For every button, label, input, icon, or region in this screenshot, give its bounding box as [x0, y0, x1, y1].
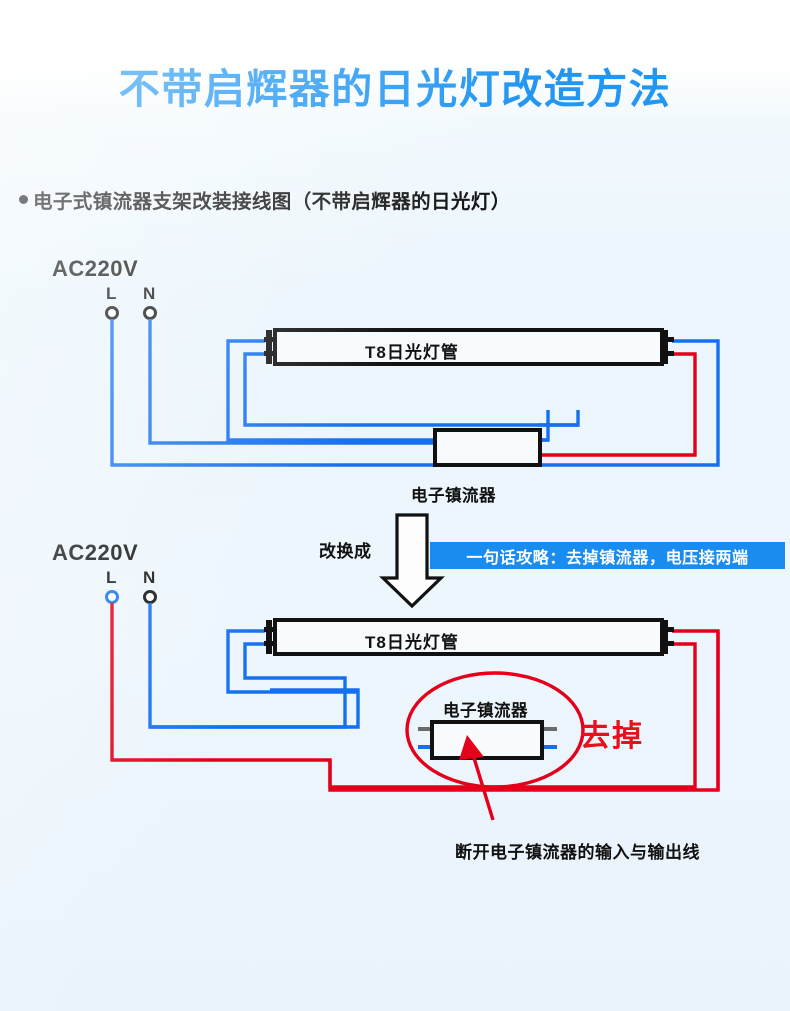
wire-tube-right-pin2-bottom — [328, 642, 697, 789]
tube-cap-right-bottom — [662, 620, 668, 654]
source-label-top: AC220V — [52, 256, 139, 281]
wire-tube-right-pin1-top — [538, 339, 720, 467]
tube-label-top: T8日光灯管 — [365, 343, 459, 362]
transition-arrow-group — [379, 513, 445, 609]
tube-label-bottom: T8日光灯管 — [365, 633, 459, 652]
bottom-note-label: 断开电子镇流器的输入与输出线 — [455, 843, 700, 862]
terminal-live-circle-top — [105, 306, 119, 320]
wire-neutral-top — [148, 319, 438, 445]
ballast-label-bottom: 电子镇流器 — [443, 702, 528, 720]
tube-cap-left-top — [266, 330, 272, 364]
tip-banner-text: 一句话攻略：去掉镇流器，电压接两端 — [466, 549, 749, 567]
wire-live-top — [110, 319, 438, 467]
wire-tube-left-pin2-top — [243, 352, 580, 427]
down-arrow-icon — [379, 513, 445, 609]
diagram-top-group — [105, 306, 720, 467]
ballast-label-top: 电子镇流器 — [411, 487, 496, 505]
terminal-neutral-circle-bottom — [143, 590, 157, 604]
tube-body-bottom — [273, 618, 664, 656]
wire-tube-left-pin1-bottom — [226, 629, 358, 694]
section-subtitle-label: 电子式镇流器支架改装接线图（不带启辉器的日光灯） — [33, 191, 511, 213]
tube-cap-left-bottom — [266, 620, 272, 654]
page-title-wrapper: 不带启辉器的日光灯改造方法 — [0, 66, 790, 113]
source-label-bottom: AC220V — [52, 540, 139, 565]
remove-label: 去掉 — [580, 720, 644, 753]
terminal-neutral-label-bottom: N — [143, 568, 156, 587]
bullet-dot-icon — [19, 195, 28, 204]
red-arrow-shaft — [469, 747, 495, 821]
red-arrow-head — [459, 735, 484, 760]
wire-tube-left-pin2-bottom — [150, 642, 347, 729]
terminal-neutral-circle-top — [143, 306, 157, 320]
ballast-box-bottom — [430, 720, 544, 760]
tube-body-top — [273, 328, 664, 366]
ballast-box-top — [433, 428, 542, 467]
red-ellipse-highlight — [405, 671, 585, 789]
terminal-live-label-bottom: L — [106, 568, 117, 587]
wire-tube-right-pin1-bottom — [672, 629, 720, 790]
change-label: 改换成 — [319, 542, 372, 561]
wire-tube-right-pin2-top — [538, 352, 697, 457]
section-subtitle: 电子式镇流器支架改装接线图（不带启辉器的日光灯） — [19, 185, 511, 214]
terminal-live-circle-bottom — [105, 590, 119, 604]
diagram-bottom-group — [105, 590, 720, 821]
terminal-live-label-top: L — [106, 284, 117, 303]
terminal-neutral-label-top: N — [143, 284, 156, 303]
red-arrow-icon — [459, 735, 495, 821]
wire-tube-left-pin1-top — [226, 339, 550, 442]
tip-banner: 一句话攻略：去掉镇流器，电压接两端 — [430, 542, 785, 569]
page-title: 不带启辉器的日光灯改造方法 — [118, 66, 672, 112]
wire-neutral-bottom — [148, 603, 360, 729]
tube-cap-right-top — [662, 330, 668, 364]
